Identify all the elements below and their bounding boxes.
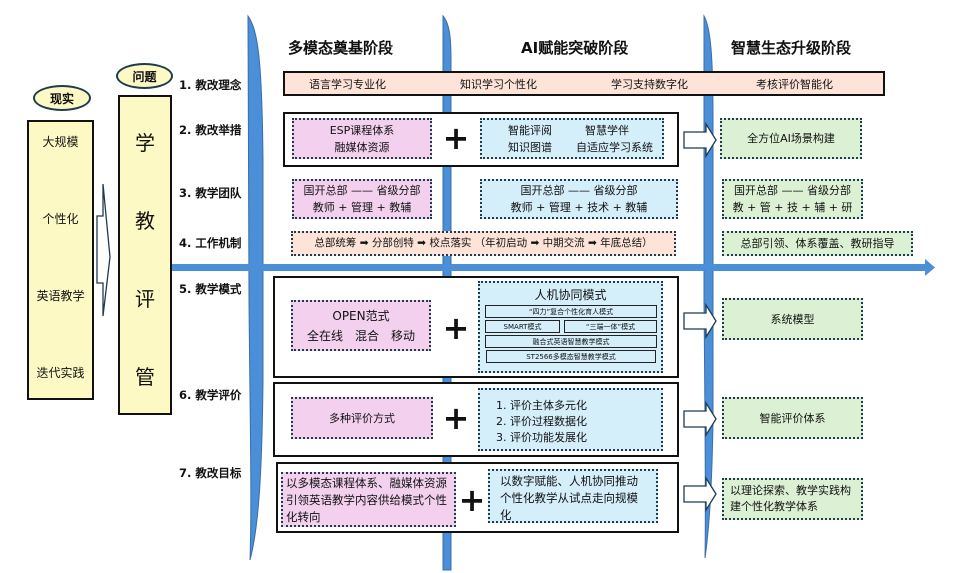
team-stage3-line: 教 + 管 + 技 + 辅 + 研 — [732, 201, 853, 214]
row-label-philosophy: 1. 教改理念 — [179, 78, 242, 92]
problem-item: 教 — [135, 208, 155, 233]
evaluation-stage3-text: 智能评价体系 — [759, 411, 826, 425]
problem-oval: 问题 — [116, 63, 173, 89]
measures-stage1-line: ESP课程体系 — [329, 123, 395, 137]
philosophy-item: 语言学习专业化 — [309, 78, 386, 91]
team-stage2-line: 教师 + 管理 + 技术 + 教辅 — [510, 201, 648, 214]
stage-title-smart-ecosystem: 智慧生态升级阶段 — [731, 39, 852, 57]
problem-item: 学 — [135, 130, 155, 155]
measures-stage1-line: 融媒体资源 — [334, 140, 390, 154]
teaching-mode-stage2-box: 人机协同模式 “四力”复合个性化育人模式 SMART模式 “三端一体”模式 融合… — [478, 281, 663, 373]
philosophy-item: 考核评价智能化 — [756, 78, 833, 91]
reality-item: 迭代实践 — [36, 365, 85, 380]
row-label-measures: 2. 教改举措 — [179, 123, 242, 137]
goals-stage2-box: 以数字赋能、人机协同推动个性化教学从试点走向规模化 — [488, 469, 658, 523]
evaluation-stage2-box: 1. 评价主体多元化 2. 评价过程数据化 3. 评价功能发展化 — [478, 388, 663, 451]
row-label-mechanism: 4. 工作机制 — [179, 236, 242, 250]
mode-item: “四力”复合个性化育人模式 — [485, 305, 657, 318]
row-label-evaluation: 6. 教学评价 — [179, 388, 242, 402]
row-label-teaching-mode: 5. 教学模式 — [179, 282, 242, 296]
mode-item: SMART模式 — [485, 320, 560, 333]
evaluation-list-item: 1. 评价主体多元化 — [496, 399, 587, 412]
reality-oval: 现实 — [33, 85, 91, 111]
row-label-goals: 7. 教改目标 — [179, 466, 242, 480]
goals-stage1-box: 以多模态课程体系、融媒体资源引领英语教学内容供给模式个性化转向 — [281, 472, 456, 527]
teaching-mode-stage1-box: OPEN范式 全在线 混合 移动 — [291, 300, 431, 351]
measures-stage2-box: 智能评阅 智慧学伴 知识图谱 自适应学习系统 — [480, 118, 664, 159]
reality-item: 个性化 — [42, 211, 79, 226]
problem-item: 评 — [135, 286, 155, 311]
philosophy-item: 知识学习个性化 — [460, 78, 537, 91]
evaluation-stage1-box: 多种评价方式 — [291, 397, 433, 439]
mechanism-stage3-text: 总部引领、体系覆盖、教研指导 — [740, 237, 895, 250]
mode-item: ST2566多模态智慧教学模式 — [486, 350, 656, 363]
stage-title-ai-breakthrough: AI赋能突破阶段 — [521, 39, 629, 57]
team-stage2-box: 国开总部 —— 省级分部 教师 + 管理 + 技术 + 教辅 — [480, 179, 678, 219]
reality-box: 大规模 个性化 英语教学 迭代实践 — [27, 120, 94, 400]
goals-stage2-text: 以数字赋能、人机协同推动个性化教学从试点走向规模化 — [500, 474, 638, 522]
measures-stage1-box: ESP课程体系 融媒体资源 — [292, 118, 432, 159]
row-label-team: 3. 教学团队 — [179, 186, 242, 200]
reality-item: 英语教学 — [36, 288, 85, 303]
goals-stage3-text: 以理论探索、教学实践构建个性化教学体系 — [730, 484, 851, 513]
plus-icon: + — [442, 399, 470, 437]
human-machine-mode-title: 人机协同模式 — [534, 288, 607, 302]
philosophy-item: 学习支持数字化 — [611, 78, 688, 91]
plus-icon: + — [458, 481, 486, 519]
team-stage1-line: 教师 + 管理 + 教辅 — [312, 201, 412, 214]
team-stage1-line: 国开总部 —— 省级分部 — [303, 184, 421, 197]
measures-stage2-item: 知识图谱 — [508, 141, 552, 154]
team-stage3-box: 国开总部 —— 省级分部 教 + 管 + 技 + 辅 + 研 — [722, 179, 863, 219]
measures-stage2-item: 自适应学习系统 — [576, 141, 653, 154]
team-stage1-box: 国开总部 —— 省级分部 教师 + 管理 + 教辅 — [292, 179, 432, 219]
measures-stage3-text: 全方位AI场景构建 — [747, 132, 835, 145]
problem-item: 管 — [135, 364, 155, 389]
reality-item: 大规模 — [42, 134, 79, 149]
team-stage3-line: 国开总部 —— 省级分部 — [734, 184, 851, 197]
measures-stage2-item: 智能评阅 — [508, 124, 552, 137]
mechanism-stage12-text: 总部统筹 ➡ 分部创特 ➡ 校点落实 （年初启动 ➡ 中期交流 ➡ 年底总结） — [314, 237, 653, 249]
stage-title-foundation: 多模态奠基阶段 — [288, 39, 394, 57]
plus-icon: + — [442, 309, 470, 347]
measures-stage3-box: 全方位AI场景构建 — [720, 118, 862, 159]
measures-stage2-item: 智慧学伴 — [585, 124, 629, 137]
evaluation-stage1-text: 多种评价方式 — [329, 411, 395, 425]
mode-item: “三端一体”模式 — [564, 320, 657, 333]
teaching-mode-stage3-box: 系统模型 — [722, 298, 863, 340]
evaluation-list-item: 2. 评价过程数据化 — [496, 415, 587, 428]
philosophy-bar: 语言学习专业化 知识学习个性化 学习支持数字化 考核评价智能化 — [283, 71, 885, 96]
problem-box: 学 教 评 管 — [118, 95, 172, 415]
mechanism-stage3-box: 总部引领、体系覆盖、教研指导 — [722, 231, 913, 256]
mode-item: 融合式英语智慧教学模式 — [485, 335, 657, 348]
reality-label: 现实 — [49, 91, 74, 106]
goals-stage3-box: 以理论探索、教学实践构建个性化教学体系 — [722, 478, 863, 520]
teaching-mode-stage3-text: 系统模型 — [770, 312, 815, 326]
evaluation-stage3-box: 智能评价体系 — [722, 397, 863, 439]
goals-stage1-text: 以多模态课程体系、融媒体资源引领英语教学内容供给模式个性化转向 — [286, 476, 447, 524]
team-stage2-line: 国开总部 —— 省级分部 — [520, 184, 638, 197]
teaching-mode-stage1-line: OPEN范式 — [332, 308, 390, 323]
problem-label: 问题 — [132, 69, 157, 84]
teaching-mode-stage1-line: 全在线 混合 移动 — [306, 328, 415, 343]
evaluation-list-item: 3. 评价功能发展化 — [496, 431, 587, 444]
plus-icon: + — [442, 119, 470, 157]
mechanism-stage12-box: 总部统筹 ➡ 分部创特 ➡ 校点落实 （年初启动 ➡ 中期交流 ➡ 年底总结） — [291, 231, 676, 256]
